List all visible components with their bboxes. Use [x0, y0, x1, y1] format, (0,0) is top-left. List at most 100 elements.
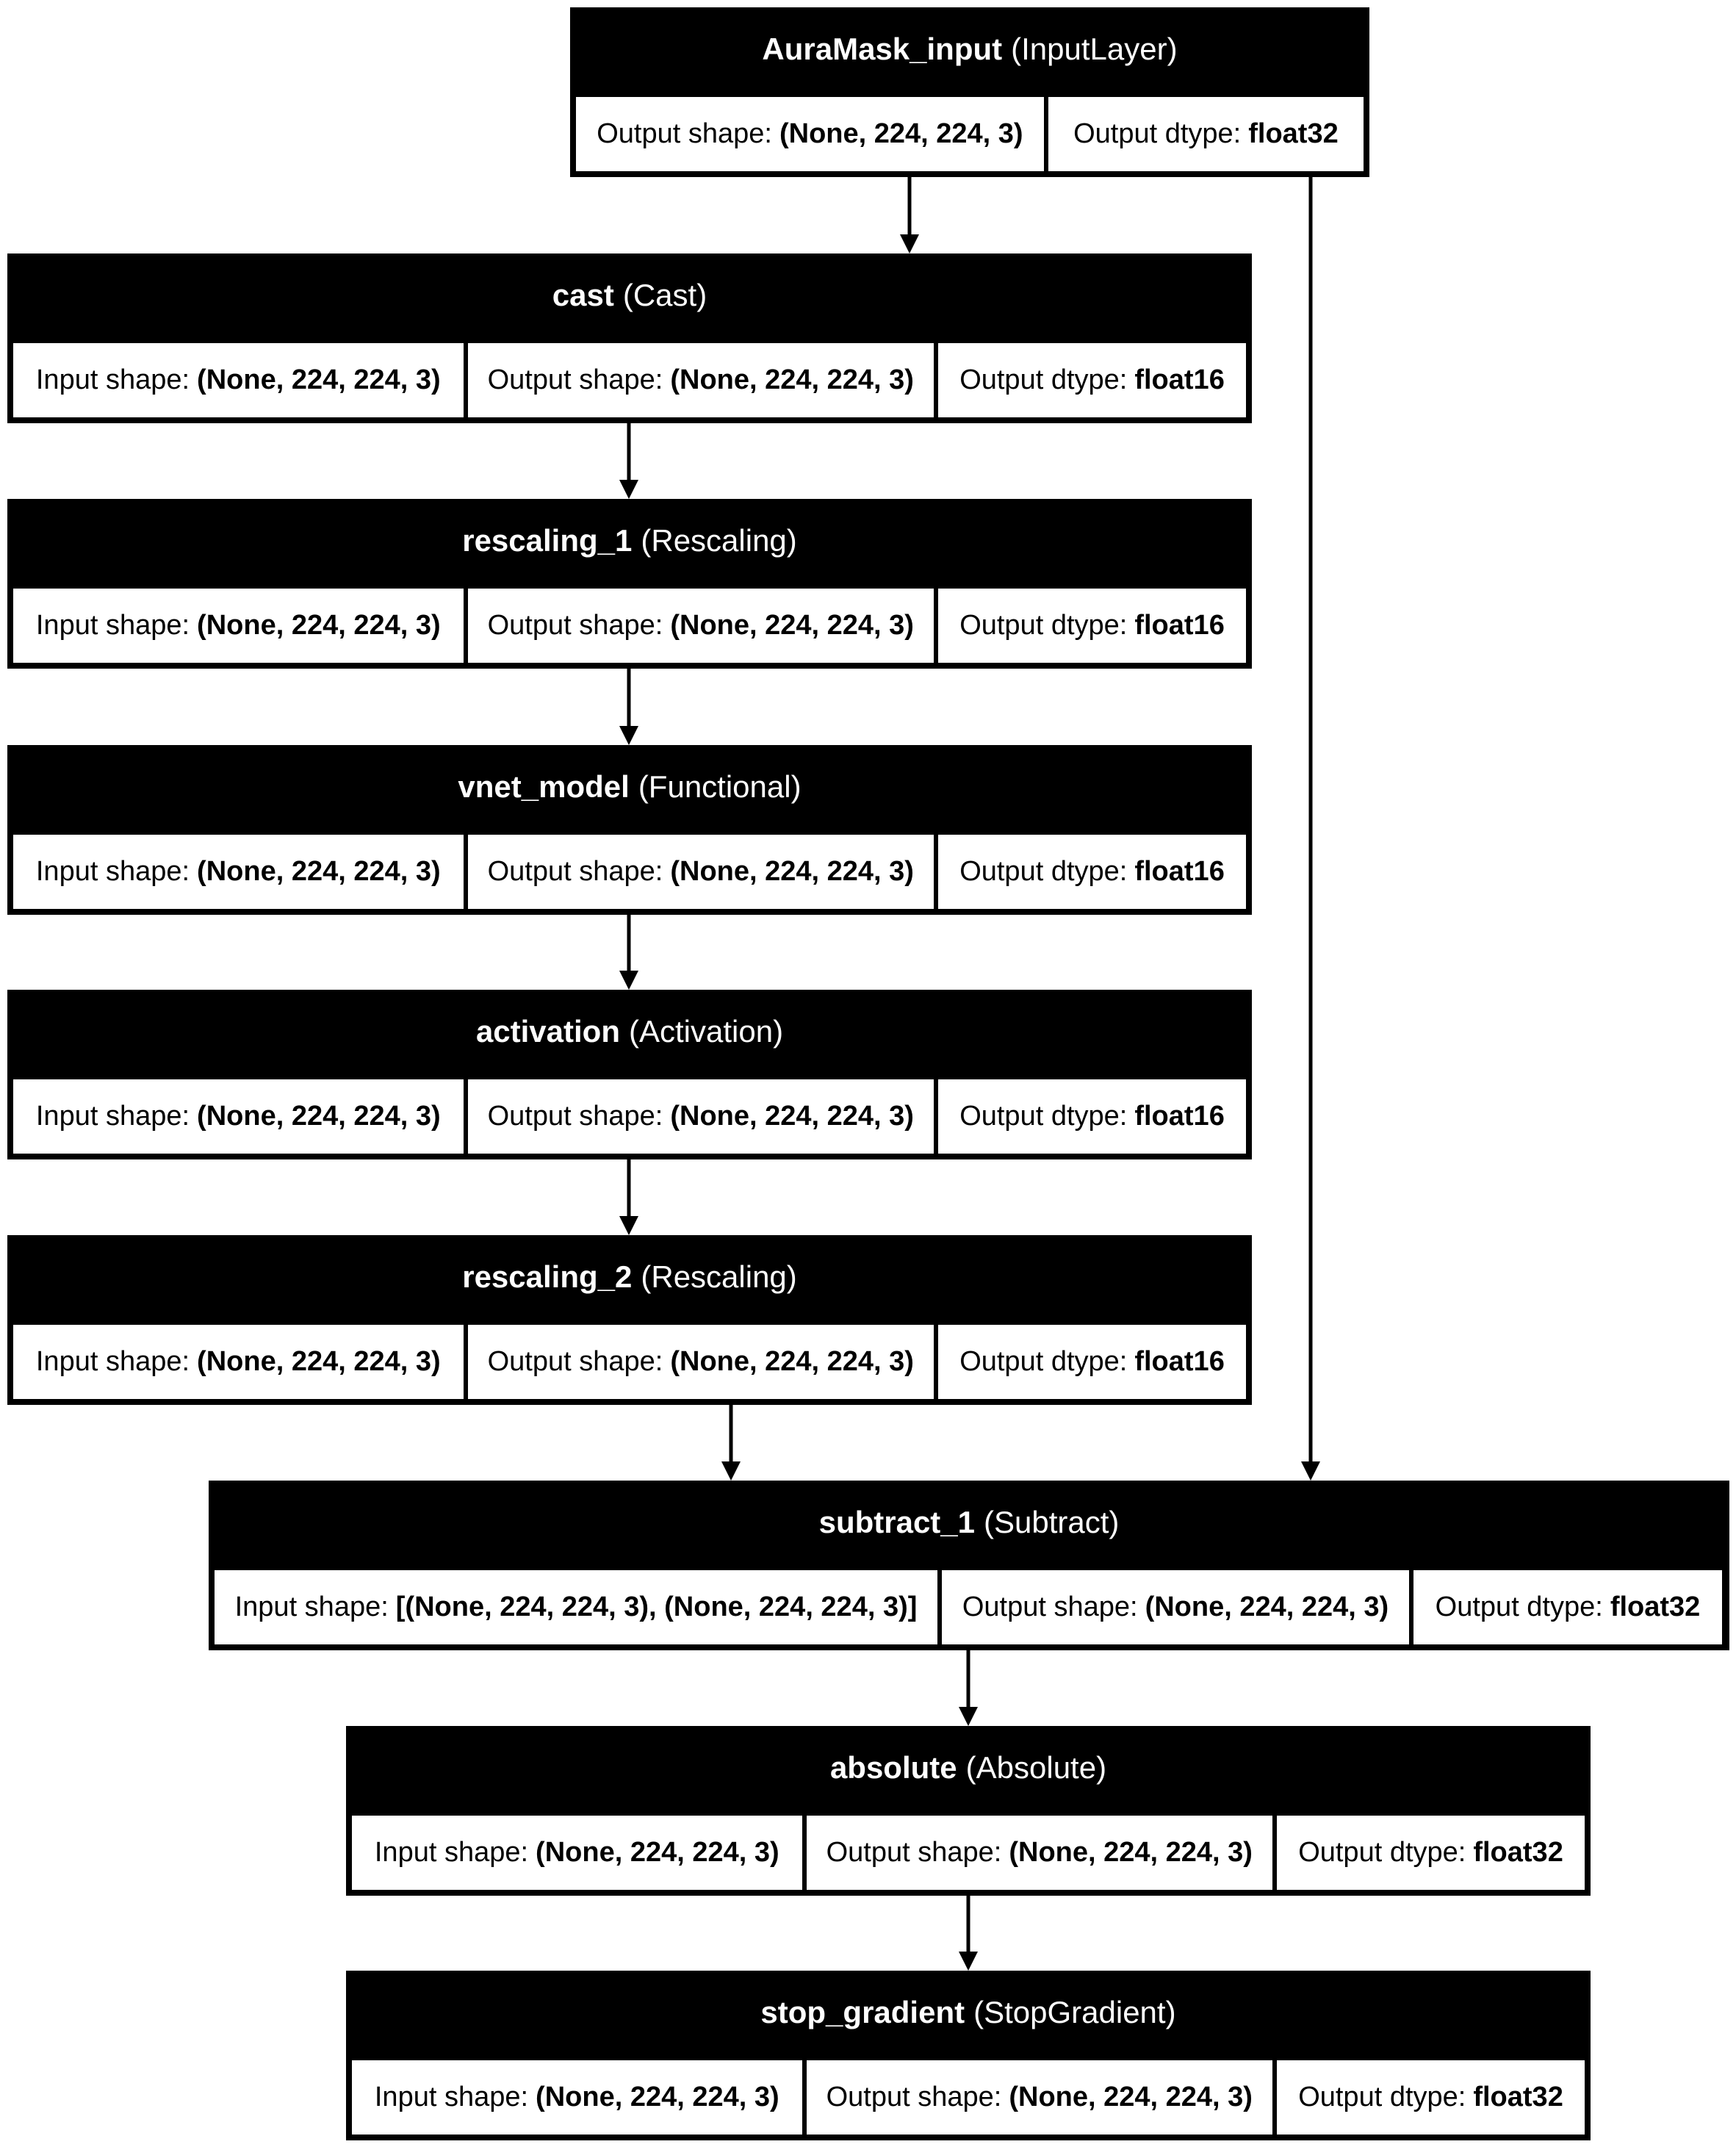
layer-info-cell: Output dtype:float32: [1413, 1570, 1722, 1644]
layer-node-rescaling-2: rescaling_2(Rescaling)Input shape:(None,…: [7, 1235, 1252, 1405]
layer-class: (Cast): [622, 278, 707, 312]
arrowhead-icon: [900, 234, 919, 253]
info-label: Output dtype:: [959, 1346, 1128, 1377]
layer-name: activation: [475, 1014, 620, 1049]
layer-class: (InputLayer): [1011, 32, 1178, 66]
layer-name: absolute: [829, 1750, 957, 1785]
info-value: float32: [1473, 2082, 1563, 2112]
info-value: (None, 224, 224, 3): [670, 856, 914, 887]
layer-info-cell: Output dtype:float16: [938, 589, 1247, 663]
info-label: Output dtype:: [1435, 1592, 1603, 1622]
info-label: Input shape:: [35, 1101, 190, 1132]
info-value: float32: [1248, 118, 1339, 149]
info-label: Output shape:: [487, 856, 663, 887]
layer-info-cell: Input shape:(None, 224, 224, 3): [13, 589, 464, 663]
info-value: (None, 224, 224, 3): [197, 610, 441, 641]
info-label: Output shape:: [487, 610, 663, 641]
layer-header: subtract_1(Subtract): [209, 1481, 1729, 1564]
info-label: Output dtype:: [959, 856, 1128, 887]
layer-node-subtract-1: subtract_1(Subtract)Input shape:[(None, …: [209, 1481, 1729, 1650]
info-label: Output shape:: [962, 1592, 1138, 1622]
layer-node-absolute: absolute(Absolute)Input shape:(None, 224…: [346, 1726, 1591, 1896]
layer-header: rescaling_1(Rescaling): [7, 499, 1252, 583]
info-label: Output dtype:: [1298, 2082, 1466, 2112]
info-value: float32: [1473, 1837, 1563, 1868]
info-value: float32: [1610, 1592, 1701, 1622]
layer-node-auramask-input: AuraMask_input(InputLayer)Output shape:(…: [570, 7, 1369, 177]
layer-info-cell: Input shape:(None, 224, 224, 3): [13, 1079, 464, 1154]
info-label: Output dtype:: [959, 364, 1128, 395]
layer-info-cell: Output shape:(None, 224, 224, 3): [576, 97, 1044, 171]
info-value: (None, 224, 224, 3): [1145, 1592, 1389, 1622]
info-label: Input shape:: [374, 1837, 529, 1868]
layer-header: cast(Cast): [7, 253, 1252, 337]
info-label: Output dtype:: [959, 1101, 1128, 1132]
info-value: (None, 224, 224, 3): [1009, 1837, 1253, 1868]
info-label: Input shape:: [35, 856, 190, 887]
layer-node-stop-gradient: stop_gradient(StopGradient)Input shape:(…: [346, 1971, 1591, 2140]
layer-info-cell: Output dtype:float16: [938, 1079, 1247, 1154]
layer-info-row: Input shape:(None, 224, 224, 3)Output sh…: [13, 1079, 1247, 1154]
info-label: Input shape:: [35, 610, 190, 641]
layer-node-rescaling-1: rescaling_1(Rescaling)Input shape:(None,…: [7, 499, 1252, 669]
layer-class: (Absolute): [965, 1750, 1107, 1785]
layer-info-cell: Output dtype:float16: [938, 835, 1247, 909]
arrowhead-icon: [1301, 1461, 1320, 1481]
layer-header: activation (Activation): [7, 990, 1252, 1074]
layer-info-cell: Output dtype:float32: [1048, 97, 1364, 171]
info-label: Output dtype:: [1298, 1837, 1466, 1868]
layer-info-cell: Output shape:(None, 224, 224, 3): [467, 589, 934, 663]
layer-info-cell: Output dtype:float32: [1277, 2060, 1585, 2135]
info-label: Output shape:: [826, 1837, 1002, 1868]
layer-info-cell: Output shape:(None, 224, 224, 3): [806, 2060, 1273, 2135]
info-label: Output dtype:: [959, 610, 1128, 641]
info-value: (None, 224, 224, 3): [670, 610, 914, 641]
layer-header: AuraMask_input(InputLayer): [570, 7, 1369, 91]
info-value: (None, 224, 224, 3): [779, 118, 1023, 149]
layer-info-cell: Input shape:(None, 224, 224, 3): [13, 343, 464, 417]
layer-header: vnet_model(Functional): [7, 745, 1252, 829]
layer-class: (Subtract): [984, 1505, 1120, 1539]
info-value: float16: [1134, 610, 1225, 641]
layer-info-row: Input shape:(None, 224, 224, 3)Output sh…: [13, 589, 1247, 663]
layer-info-row: Input shape:[(None, 224, 224, 3), (None,…: [215, 1570, 1724, 1644]
arrowhead-icon: [959, 1707, 978, 1726]
layer-header: stop_gradient(StopGradient): [346, 1971, 1591, 2054]
layer-header: absolute(Absolute): [346, 1726, 1591, 1810]
layer-info-cell: Output shape:(None, 224, 224, 3): [467, 1079, 934, 1154]
layer-info-row: Output shape:(None, 224, 224, 3)Output d…: [576, 97, 1364, 171]
layer-name: cast: [552, 278, 614, 312]
info-value: (None, 224, 224, 3): [536, 2082, 779, 2112]
arrowhead-icon: [619, 971, 638, 990]
layer-name: AuraMask_input: [762, 32, 1003, 66]
layer-name: vnet_model: [458, 769, 630, 804]
arrowhead-icon: [721, 1461, 741, 1481]
layer-name: rescaling_1: [462, 523, 633, 558]
info-label: Input shape:: [35, 364, 190, 395]
info-label: Output shape:: [487, 1346, 663, 1377]
layer-class: (Activation): [629, 1014, 784, 1049]
info-label: Output shape:: [826, 2082, 1002, 2112]
layer-info-cell: Output shape:(None, 224, 224, 3): [942, 1570, 1409, 1644]
layer-info-cell: Output shape:(None, 224, 224, 3): [806, 1816, 1273, 1890]
info-value: (None, 224, 224, 3): [1009, 2082, 1253, 2112]
arrowhead-icon: [619, 726, 638, 745]
info-value: (None, 224, 224, 3): [197, 364, 441, 395]
layer-info-cell: Input shape:(None, 224, 224, 3): [352, 2060, 802, 2135]
layer-name: rescaling_2: [462, 1259, 633, 1294]
layer-info-cell: Input shape:(None, 224, 224, 3): [352, 1816, 802, 1890]
arrowhead-icon: [959, 1952, 978, 1971]
layer-name: subtract_1: [818, 1505, 976, 1539]
layer-info-cell: Output dtype:float16: [938, 1325, 1247, 1399]
info-label: Output shape:: [487, 364, 663, 395]
info-label: Input shape:: [234, 1592, 389, 1622]
info-label: Output dtype:: [1073, 118, 1242, 149]
info-value: (None, 224, 224, 3): [536, 1837, 779, 1868]
info-value: (None, 224, 224, 3): [670, 364, 914, 395]
layer-info-cell: Input shape:(None, 224, 224, 3): [13, 1325, 464, 1399]
layer-info-row: Input shape: (None, 224, 224, 3)Output sh…: [13, 835, 1247, 909]
layer-info-cell: Output dtype:float16: [938, 343, 1247, 417]
layer-header: rescaling_2(Rescaling): [7, 1235, 1252, 1319]
